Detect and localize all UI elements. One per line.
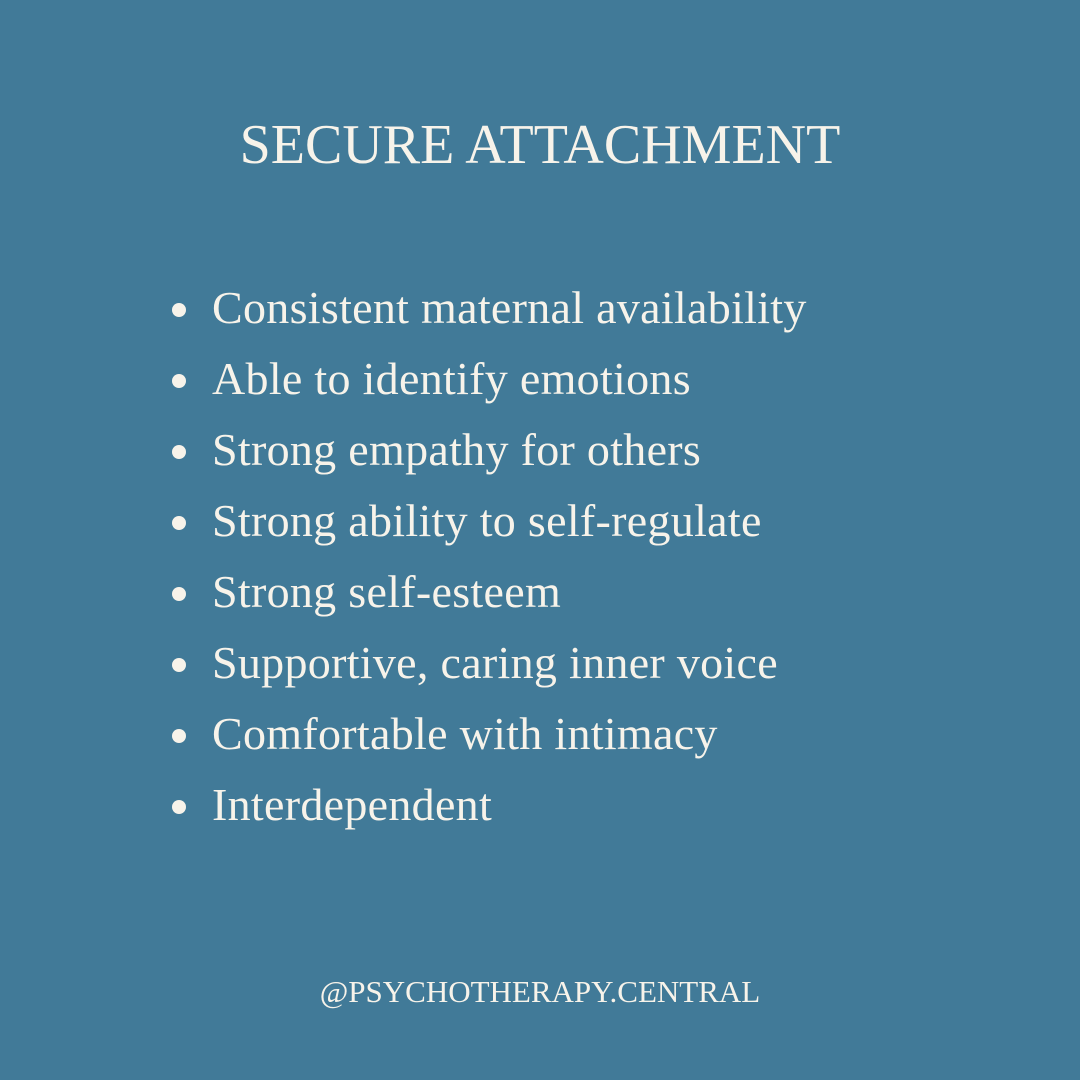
list-item-text: Supportive, caring inner voice [212,637,778,688]
list-item-text: Strong self-esteem [212,566,562,617]
bullet-icon [172,302,186,317]
list-item: Comfortable with intimacy [172,698,807,769]
list-item-text: Able to identify emotions [212,353,691,404]
list-item: Strong empathy for others [172,414,807,485]
bullet-icon [172,728,186,743]
list-item: Able to identify emotions [172,343,807,414]
bullet-icon [172,657,186,672]
bullet-icon [172,515,186,530]
trait-list: Consistent maternal availability Able to… [172,272,807,840]
bullet-icon [172,373,186,388]
list-item-text: Strong empathy for others [212,424,702,475]
list-item: Supportive, caring inner voice [172,627,807,698]
list-item-text: Consistent maternal availability [212,282,807,333]
list-item: Interdependent [172,769,807,840]
list-item: Strong self-esteem [172,556,807,627]
bullet-icon [172,444,186,459]
account-handle: @PSYCHOTHERAPY.CENTRAL [319,974,761,1009]
list-item-text: Strong ability to self-regulate [212,495,762,546]
list-item: Strong ability to self-regulate [172,485,807,556]
list-item-text: Comfortable with intimacy [212,708,718,759]
bullet-icon [172,799,186,814]
page-title: SECURE ATTACHMENT [239,114,841,176]
bullet-icon [172,586,186,601]
list-item: Consistent maternal availability [172,272,807,343]
list-item-text: Interdependent [212,779,493,830]
